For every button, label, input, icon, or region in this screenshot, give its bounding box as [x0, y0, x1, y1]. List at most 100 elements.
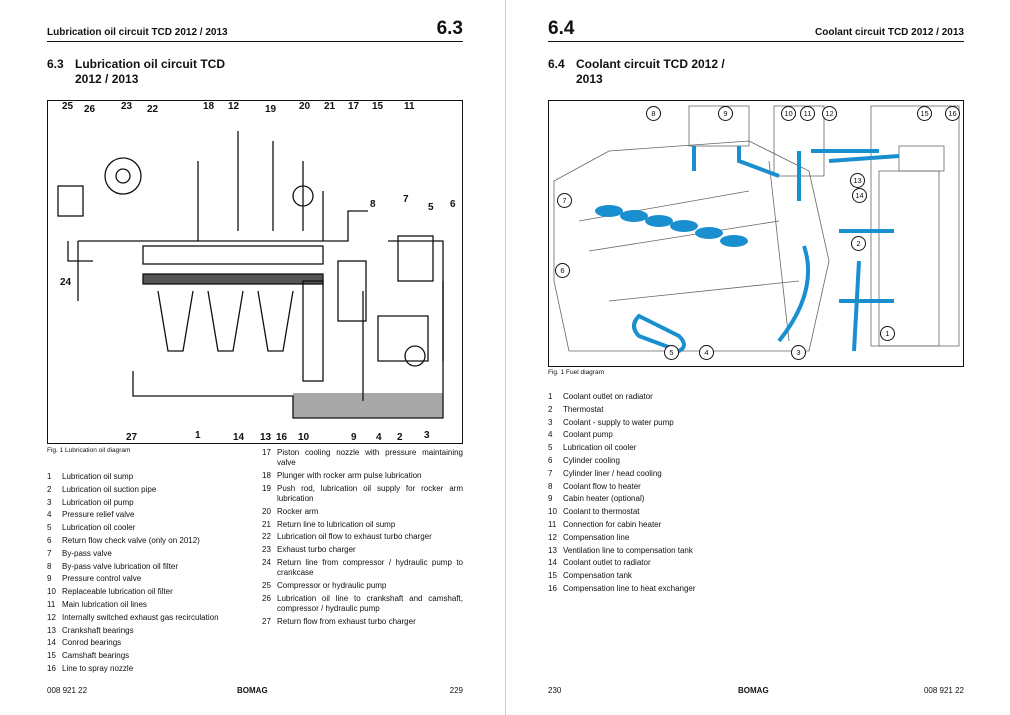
- page-number: 230: [548, 686, 562, 695]
- legend-number: 15: [548, 571, 557, 581]
- legend-text: Pressure control valve: [62, 574, 142, 584]
- legend-number: 10: [47, 587, 56, 597]
- legend-text: Return line to lubrication oil sump: [277, 519, 396, 529]
- callout: 21: [324, 101, 336, 112]
- brand: BOMAG: [237, 686, 268, 695]
- callout: 6: [450, 199, 456, 210]
- legend-text: Cabin heater (optional): [563, 494, 645, 504]
- legend-number: 6: [47, 535, 52, 545]
- legend-text: Lubrication oil cooler: [62, 523, 136, 533]
- legend-text: Return flow check valve (only on 2012): [62, 535, 200, 545]
- legend-text: Return line from compressor / hydraulic …: [277, 557, 463, 577]
- callout: 7: [403, 194, 409, 205]
- callout: 12: [228, 101, 240, 112]
- legend-number: 10: [548, 507, 557, 517]
- legend-number: 21: [262, 519, 271, 529]
- coolant-circuit-diagram: [548, 100, 964, 367]
- legend-text: Compensation line: [563, 532, 630, 542]
- legend-number: 18: [262, 471, 271, 480]
- legend-number: 14: [47, 638, 56, 648]
- legend-item: 5 Lubrication oil cooler: [47, 522, 247, 535]
- callout: 10: [781, 106, 796, 121]
- legend-text: Lubrication oil line to crankshaft and c…: [277, 593, 463, 613]
- callout: 17: [348, 101, 360, 112]
- legend-text: Pressure relief valve: [62, 510, 135, 520]
- left-page: Lubrication oil circuit TCD 2012 / 2013 …: [47, 18, 463, 695]
- header-section-number: 6.4: [548, 18, 575, 39]
- figure-caption: Fig. 1 Fuel diagram: [548, 369, 604, 376]
- legend-text: Lubrication oil pump: [62, 497, 134, 507]
- callout: 16: [945, 106, 960, 121]
- legend-text: Piston cooling nozzle with pressure main…: [277, 448, 463, 467]
- callout: 12: [822, 106, 837, 121]
- title-number: 6.4: [548, 57, 565, 71]
- callout: 19: [265, 104, 277, 115]
- legend-number: 9: [548, 494, 553, 504]
- legend-number: 13: [47, 625, 56, 635]
- legend-number: 3: [47, 497, 52, 507]
- legend-item: 5 Lubrication oil cooler: [548, 442, 798, 455]
- legend-text: Main lubrication oil lines: [62, 599, 147, 609]
- callout: 11: [404, 101, 415, 112]
- legend-number: 5: [47, 523, 52, 533]
- callout: 9: [718, 106, 733, 121]
- callout: 4: [376, 432, 382, 443]
- callout: 3: [791, 345, 806, 360]
- legend-number: 26: [262, 593, 271, 603]
- header-title: Lubrication oil circuit TCD 2012 / 2013: [47, 27, 228, 38]
- legend-item: 6 Return flow check valve (only on 2012): [47, 535, 247, 548]
- legend-text: Push rod, lubrication oil supply for roc…: [277, 483, 463, 503]
- callout: 8: [646, 106, 661, 121]
- legend-number: 20: [262, 506, 271, 516]
- legend-text: Lubrication oil flow to exhaust turbo ch…: [277, 532, 432, 542]
- legend-number: 4: [47, 510, 52, 520]
- legend-number: 24: [262, 557, 271, 567]
- legend-number: 5: [548, 443, 553, 453]
- legend-text: Lubrication oil cooler: [563, 443, 637, 453]
- legend-item: 24 Return line from compressor / hydrauli…: [262, 557, 463, 580]
- legend-number: 13: [548, 545, 557, 555]
- legend-text: Thermostat: [563, 404, 604, 414]
- legend-text: Coolant pump: [563, 430, 613, 440]
- legend-number: 19: [262, 483, 271, 493]
- legend-text: Cylinder cooling: [563, 455, 620, 465]
- legend-item: 19 Push rod, lubrication oil supply for r…: [262, 483, 463, 506]
- legend-text: Line to spray nozzle: [62, 663, 134, 673]
- legend-number: 12: [548, 532, 557, 542]
- callout: 16: [276, 432, 288, 443]
- legend-number: 16: [548, 583, 557, 593]
- callout: 6: [555, 263, 570, 278]
- legend-number: 12: [47, 612, 56, 622]
- legend-number: 11: [548, 519, 557, 529]
- legend-number: 23: [262, 545, 271, 555]
- legend-text: Coolant flow to heater: [563, 481, 641, 491]
- page-header: Lubrication oil circuit TCD 2012 / 2013 …: [47, 18, 463, 42]
- legend-number: 27: [262, 616, 271, 626]
- legend-item: 21 Return line to lubrication oil sump: [262, 519, 463, 532]
- callout: 22: [147, 104, 159, 115]
- legend-text: Ventilation line to compensation tank: [563, 545, 693, 555]
- legend-text: Camshaft bearings: [62, 651, 130, 661]
- figure-caption: Fig. 1 Lubrication oil diagram: [47, 447, 131, 454]
- legend-number: 15: [47, 651, 56, 661]
- legend-number: 1: [47, 472, 52, 481]
- legend-text: Compensation tank: [563, 571, 632, 581]
- legend-number: 8: [548, 481, 553, 491]
- callout: 10: [298, 432, 310, 443]
